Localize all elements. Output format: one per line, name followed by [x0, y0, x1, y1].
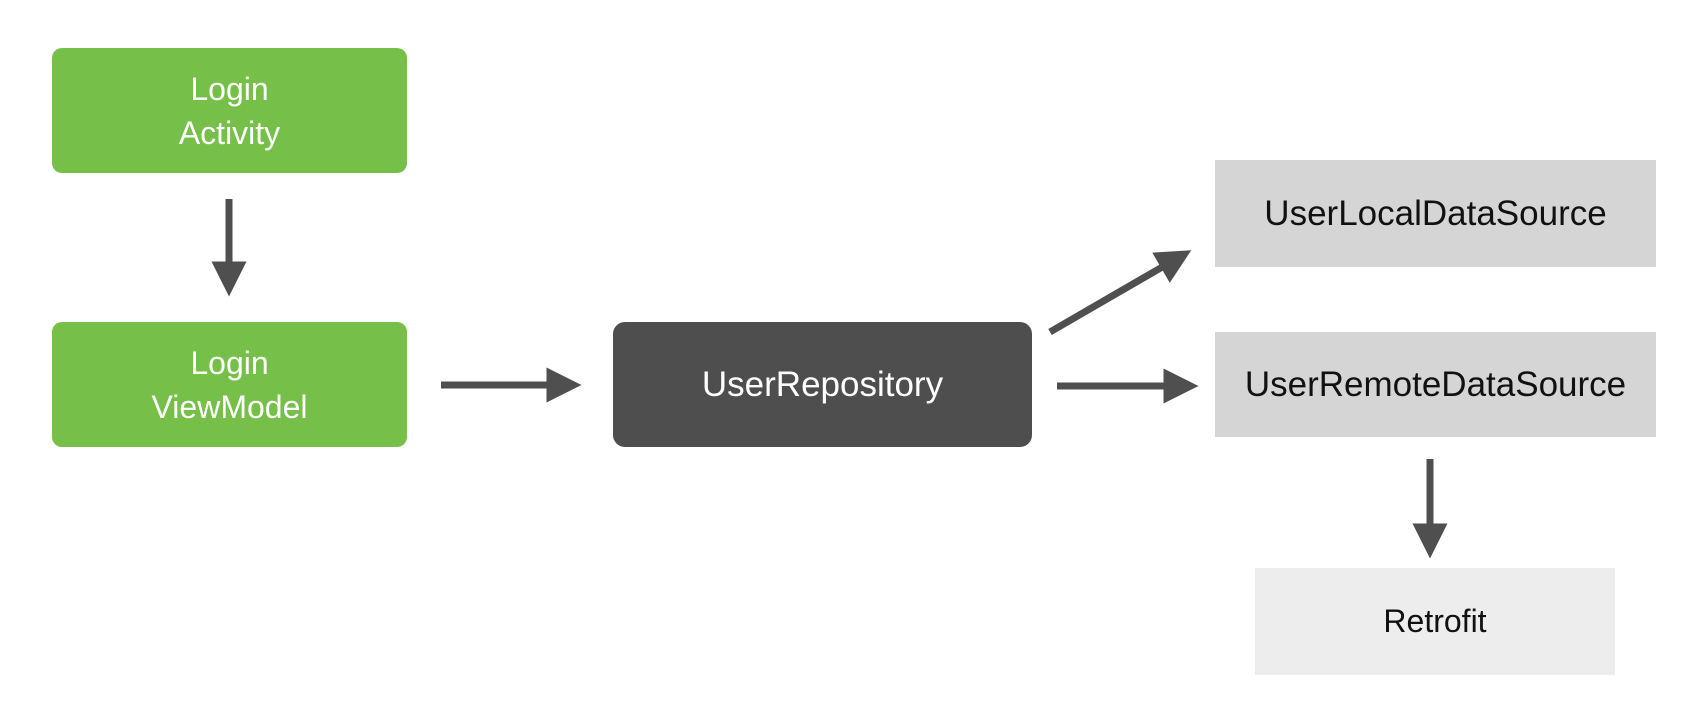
node-login-activity-label-line2: Activity — [178, 114, 281, 151]
node-user-remote-datasource-label: UserRemoteDataSource — [1244, 364, 1627, 404]
node-retrofit: Retrofit — [1255, 568, 1615, 675]
node-login-activity-label-line1: Login — [190, 70, 269, 107]
node-retrofit-label: Retrofit — [1383, 603, 1487, 639]
node-login-viewmodel-label-line2: ViewModel — [151, 388, 308, 425]
node-user-repository: UserRepository — [613, 322, 1032, 447]
node-user-remote-datasource: UserRemoteDataSource — [1215, 332, 1656, 437]
arrow-user-repository-to-user-local-datasource — [1048, 250, 1192, 336]
node-user-repository-label: UserRepository — [701, 364, 944, 404]
node-user-local-datasource-label: UserLocalDataSource — [1264, 193, 1607, 233]
node-login-viewmodel-label-line1: Login — [190, 344, 269, 381]
node-user-local-datasource: UserLocalDataSource — [1215, 160, 1656, 267]
node-login-viewmodel: Login ViewModel — [52, 322, 407, 447]
node-login-activity: Login Activity — [52, 48, 407, 173]
